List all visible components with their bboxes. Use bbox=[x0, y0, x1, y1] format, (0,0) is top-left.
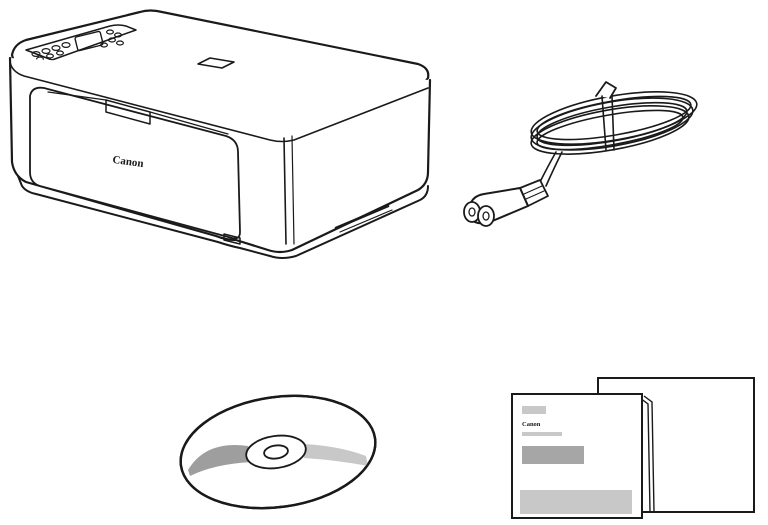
cd-rom-icon bbox=[179, 394, 377, 510]
manual-brand-label: Canon bbox=[522, 421, 541, 428]
manual-documents-icon bbox=[511, 377, 755, 519]
printer-icon bbox=[8, 9, 432, 259]
manual-subtitle-line bbox=[522, 432, 562, 436]
manual-footer-block bbox=[520, 490, 632, 514]
control-panel-buttons bbox=[31, 29, 124, 62]
manual-header-block bbox=[522, 406, 546, 414]
printer-brand-label: Canon bbox=[112, 154, 145, 170]
manual-image-block bbox=[522, 446, 584, 464]
power-cord-icon bbox=[463, 81, 698, 227]
